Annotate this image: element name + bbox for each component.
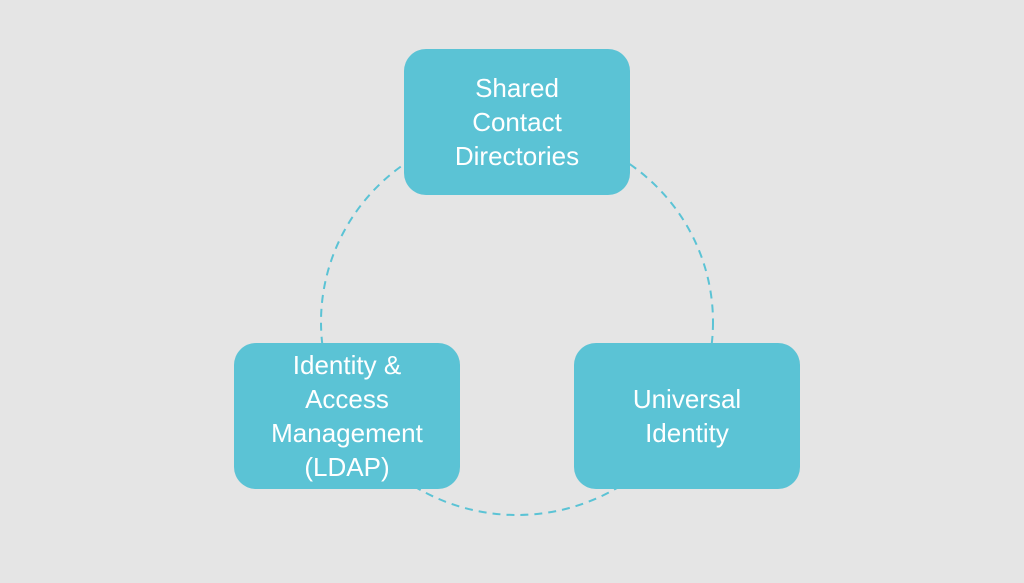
node-label-line: Access [305,384,389,414]
node-label-line: Universal [632,384,742,414]
node-label-line: Shared [475,73,559,103]
node-label-line: Identity [645,418,729,448]
node-identity-access-management: Identity & Access Management (LDAP) [234,343,460,489]
node-label: Shared Contact Directories [455,71,579,173]
node-universal-identity: Universal Identity [574,343,800,489]
node-label-line: Contact [472,107,562,137]
node-label: Universal Identity [633,382,741,450]
node-label-line: Directories [454,141,580,171]
node-shared-contact-directories: Shared Contact Directories [404,49,630,195]
node-label-line: Management [271,418,423,448]
node-label-line: (LDAP) [304,452,390,482]
node-label-line: Identity & [292,350,402,380]
node-label: Identity & Access Management (LDAP) [271,348,423,484]
